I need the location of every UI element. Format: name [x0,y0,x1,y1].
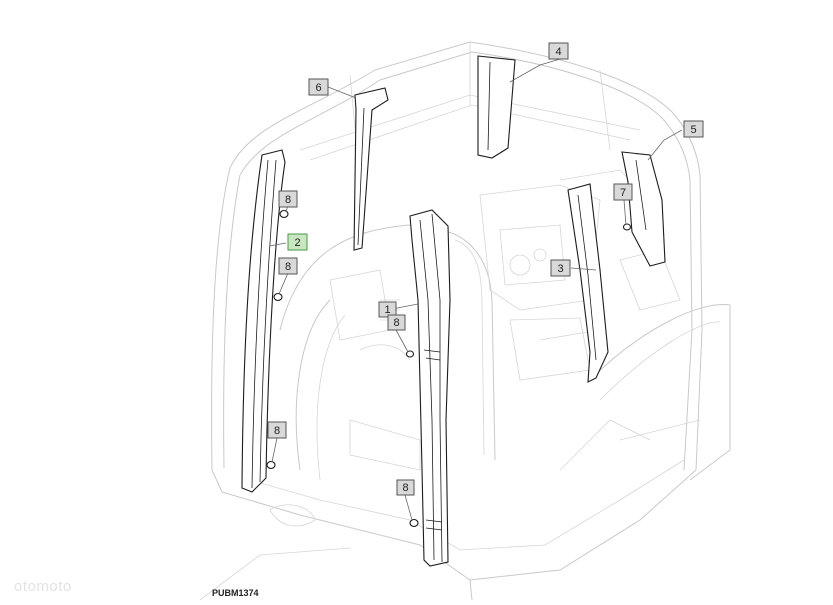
clip-fasteners [266,209,632,528]
clip-icon [622,223,632,231]
part-1-front-pillar-trim [409,209,451,567]
part-5-right-corner-trim [621,151,666,267]
svg-text:4: 4 [555,46,561,58]
svg-text:5: 5 [690,124,696,136]
svg-text:8: 8 [274,425,280,437]
svg-text:2: 2 [294,237,300,249]
svg-text:6: 6 [315,82,321,94]
figure-id-label: PUBM1374 [212,588,259,598]
callout-7: 7 [613,183,633,201]
svg-text:3: 3 [557,263,563,275]
svg-text:8: 8 [402,482,408,494]
clip-icon [409,518,419,528]
svg-text:8: 8 [285,261,291,273]
callout-8: 8 [278,257,298,275]
svg-text:1: 1 [384,304,390,316]
leader-lines [269,58,683,521]
callout-4: 4 [548,42,569,60]
callout-8: 8 [387,314,406,331]
part-4-corner-trim [477,55,516,159]
part-2-left-pillar-trim [241,149,286,493]
watermark-logo: otomoto [14,578,72,595]
clip-icon [279,209,289,219]
callout-5: 5 [683,120,704,138]
svg-text:7: 7 [620,187,626,199]
callout-6: 6 [308,78,329,96]
callout-8: 8 [396,479,415,496]
svg-text:8: 8 [285,194,291,206]
cab-frame [199,41,731,601]
callout-8: 8 [278,190,298,208]
part-6-upper-post-trim [353,87,389,251]
callout-2-highlighted: 2 [287,233,308,251]
callout-3: 3 [550,259,571,277]
clip-icon [273,292,283,302]
clip-icon [266,460,276,470]
clip-icon [405,350,415,358]
svg-text:8: 8 [393,317,399,329]
callout-8: 8 [267,421,287,439]
part-3-door-post-trim [567,183,609,383]
